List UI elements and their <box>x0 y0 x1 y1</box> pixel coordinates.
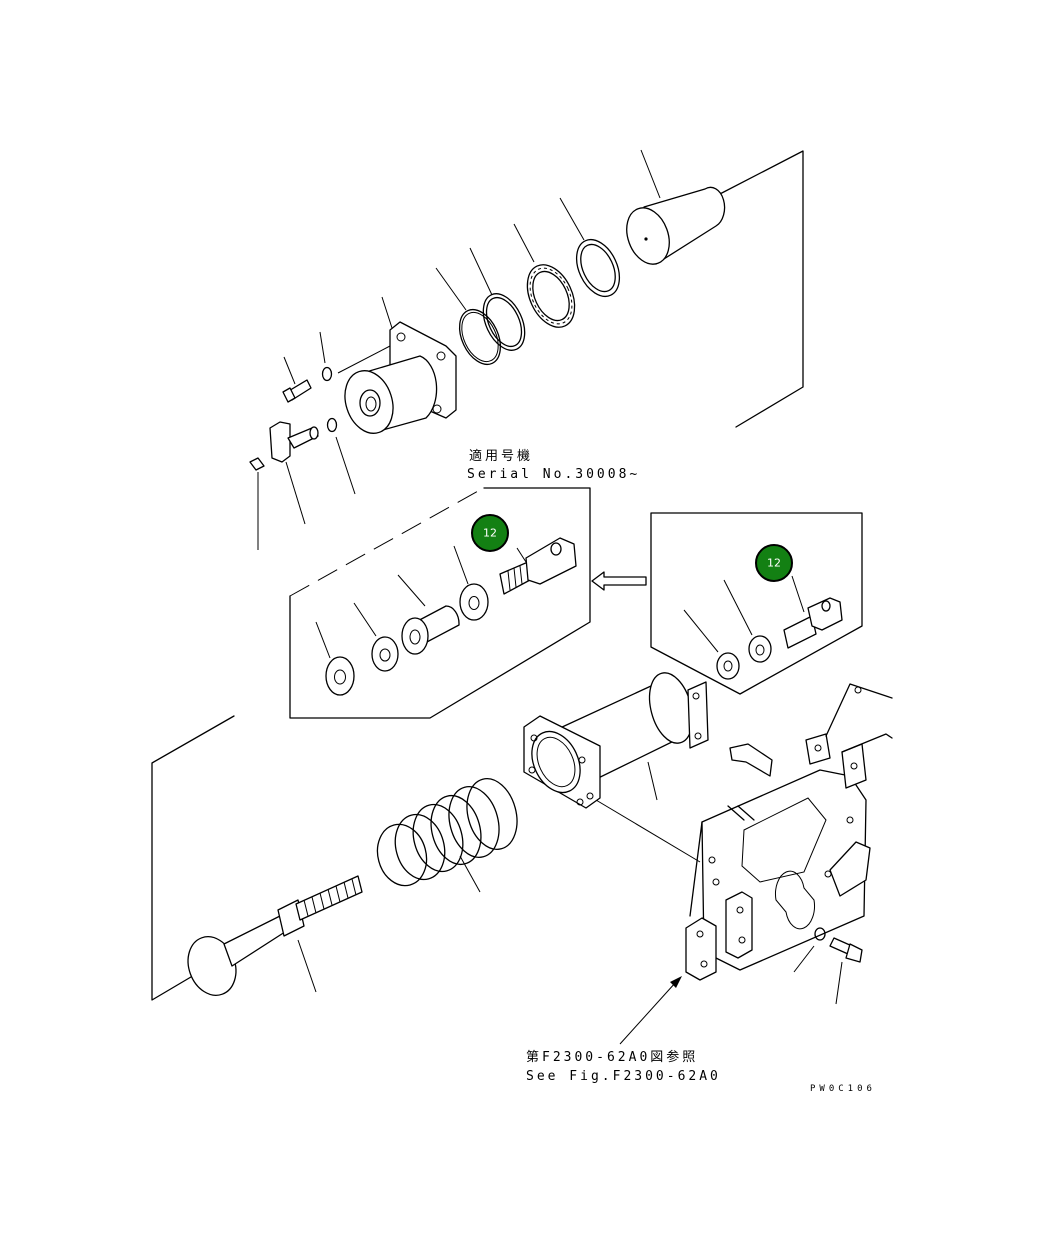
lower-washer-part <box>793 927 826 973</box>
spacer-part <box>397 574 460 655</box>
callout-number: 12 <box>767 557 781 570</box>
serial-note-jp: 適用号機 <box>469 448 533 464</box>
reference-arrow <box>619 976 682 1045</box>
coil-spring-part <box>376 778 518 893</box>
top-frame-line <box>715 150 804 428</box>
backup-ring-part <box>469 247 526 351</box>
see-figure-jp: 第F2300-62A0図参照 <box>526 1049 698 1065</box>
small-o-ring-part <box>326 417 356 495</box>
elbow-fitting-part <box>269 421 319 525</box>
side-rod-end-part <box>783 575 843 649</box>
callout-badge-side[interactable]: 12 <box>755 544 793 582</box>
direction-arrow <box>591 571 647 591</box>
figure-code: PW0C106 <box>810 1084 876 1094</box>
o-ring-part <box>435 267 502 366</box>
top-assembly <box>249 149 804 550</box>
flange-housing-part <box>337 296 457 434</box>
main-inset <box>289 487 591 719</box>
side-inset <box>650 512 863 695</box>
snap-ring-part <box>559 197 621 298</box>
small-washer-part <box>319 331 333 382</box>
push-rod-part <box>187 875 363 996</box>
callout-badge-main[interactable]: 12 <box>471 514 509 552</box>
washer-part <box>353 602 399 672</box>
side-washer-part <box>723 579 772 663</box>
callout-circle <box>755 544 793 582</box>
nut-2-part <box>453 545 489 621</box>
main-inset-frame <box>289 487 591 719</box>
nut-part <box>315 621 355 696</box>
callout-number: 12 <box>483 527 497 540</box>
lower-bolt-part <box>829 937 863 1005</box>
bearing-ring-part <box>513 223 576 328</box>
side-nut-part <box>683 609 740 680</box>
lower-assembly <box>151 672 893 1045</box>
bolt-part <box>282 356 312 403</box>
callout-circle <box>471 514 509 552</box>
spring-guide-cylinder <box>523 672 709 809</box>
cylinder-part <box>626 149 726 265</box>
bracket-plate <box>685 683 893 981</box>
side-inset-frame <box>650 512 863 695</box>
rod-end-part <box>499 537 577 595</box>
plug-part <box>249 457 265 550</box>
see-figure-en: See Fig.F2300-62A0 <box>526 1069 721 1084</box>
serial-note-en: Serial No.30008~ <box>467 467 640 482</box>
